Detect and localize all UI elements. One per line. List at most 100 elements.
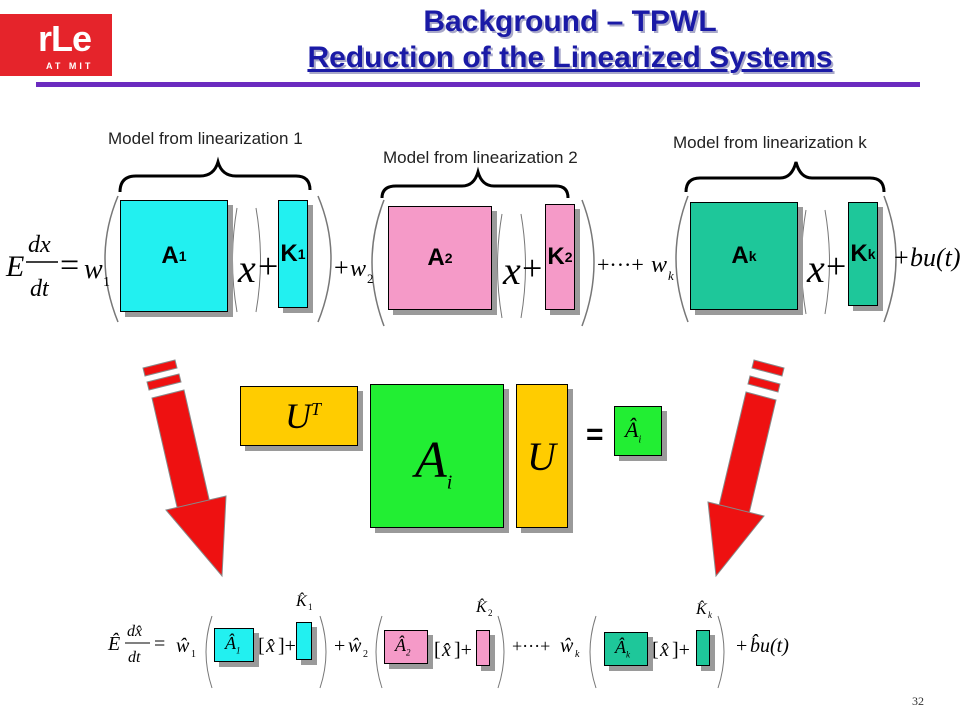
svg-text:]+: ]+	[278, 635, 296, 657]
svg-text:ŵ: ŵ	[176, 635, 190, 657]
svg-text:dx̂: dx̂	[127, 623, 142, 640]
paren-k-right	[883, 195, 897, 323]
matrix-k2-label: K	[547, 243, 565, 270]
svg-text:dx: dx	[28, 232, 51, 258]
svg-text:+···+: +···+	[512, 636, 550, 656]
svg-text:k: k	[668, 268, 674, 283]
model-label-k: Model from linearization k	[673, 133, 867, 152]
svg-text:[: [	[434, 639, 441, 661]
svg-text:1: 1	[191, 649, 196, 660]
svg-text:Ê: Ê	[107, 632, 120, 655]
matrix-ahat-k: Âk	[604, 632, 648, 666]
matrix-a1-sub: 1	[178, 248, 187, 264]
matrix-u-label: U	[527, 434, 556, 479]
svg-text:dt: dt	[128, 649, 141, 666]
title-line-1: Background – TPWL	[423, 5, 717, 38]
brace-k	[684, 161, 886, 193]
svg-text:+: +	[522, 248, 542, 288]
slide-title: Background – TPWL Reduction of the Linea…	[190, 4, 950, 76]
paren-1-left	[104, 195, 119, 323]
title-divider	[36, 82, 920, 87]
matrix-ahat-1-label: Â1	[225, 633, 241, 656]
svg-text:[: [	[652, 639, 659, 661]
svg-text:w: w	[651, 252, 667, 278]
matrix-u: U	[516, 384, 568, 528]
svg-text:k: k	[708, 610, 713, 620]
matrix-ut-label: UT	[285, 396, 322, 436]
paren-1-right	[317, 195, 332, 323]
svg-text:1: 1	[103, 275, 110, 290]
svg-text:w: w	[84, 254, 103, 285]
matrix-kk-sub: k	[867, 246, 876, 262]
svg-text:K̂: K̂	[695, 599, 708, 618]
matrix-ai-label: Ai	[415, 432, 453, 494]
svg-text:x: x	[502, 248, 521, 293]
svg-text:2: 2	[488, 608, 493, 618]
logo-sub-text: AT MIT	[46, 61, 94, 71]
svg-text:[: [	[258, 635, 265, 657]
svg-text:dt: dt	[30, 276, 50, 302]
paren-k-left	[675, 195, 689, 323]
matrix-k2-sub: 2	[564, 249, 573, 265]
svg-text:=: =	[154, 633, 165, 655]
svg-text:+: +	[258, 246, 278, 286]
matrix-ak-sub: k	[748, 248, 757, 264]
svg-text:+···+: +···+	[597, 252, 644, 277]
svg-text:w: w	[350, 256, 366, 282]
brace-1	[118, 156, 312, 193]
matrix-ahat-2-label: Â2	[395, 635, 411, 658]
arrow-left-icon	[142, 359, 227, 578]
svg-text:+: +	[334, 635, 345, 657]
svg-text:=: =	[60, 247, 79, 284]
matrix-ahat-i-label: Âi	[625, 417, 642, 446]
svg-text:ŵ: ŵ	[348, 635, 362, 657]
matrix-a2-sub: 2	[444, 250, 453, 266]
title-line-2: Reduction of the Linearized Systems	[307, 41, 833, 74]
svg-text:+: +	[334, 253, 349, 282]
svg-text:+: +	[826, 246, 846, 286]
svg-text:K̂: K̂	[475, 597, 488, 616]
matrix-ahat-2: Â2	[384, 630, 428, 664]
matrix-a1-label: A	[161, 242, 179, 269]
matrix-ai: Ai	[370, 384, 504, 528]
svg-text:2: 2	[367, 271, 374, 286]
svg-text:2: 2	[363, 649, 368, 660]
model-label-2: Model from linearization 2	[383, 148, 578, 167]
svg-text:1: 1	[308, 602, 313, 612]
matrix-kk-label: K	[850, 240, 868, 267]
svg-text:x̂: x̂	[659, 639, 669, 661]
svg-text:k: k	[575, 649, 580, 660]
arrow-right-icon	[707, 359, 785, 578]
paren-2-left	[371, 199, 385, 327]
matrix-khat-1	[296, 622, 312, 660]
svg-text:ŵ: ŵ	[560, 635, 574, 657]
equals-sign: =	[586, 418, 604, 451]
matrix-ut: UT	[240, 386, 358, 446]
matrix-k1-sub: 1	[297, 246, 306, 262]
svg-text:K̂: K̂	[295, 591, 308, 610]
svg-text:x: x	[806, 246, 825, 291]
model-label-1: Model from linearization 1	[108, 129, 303, 148]
rle-logo: rLe AT MIT	[0, 14, 112, 76]
logo-main-text: rLe	[38, 18, 92, 59]
svg-text:x̂: x̂	[265, 635, 275, 657]
matrix-ahat-1: Â1	[214, 628, 254, 662]
svg-text:bu(t): bu(t)	[910, 243, 960, 272]
page-number: 32	[912, 694, 924, 708]
matrix-khat-k	[696, 630, 710, 666]
svg-text:b̂u(t): b̂u(t)	[750, 633, 789, 657]
svg-text:E: E	[5, 250, 24, 283]
matrix-ahat-i: Âi	[614, 406, 662, 456]
svg-text:x: x	[237, 246, 256, 291]
matrix-k1-label: K	[280, 240, 298, 267]
svg-text:+: +	[736, 635, 747, 657]
brace-2	[380, 166, 570, 199]
matrix-a2-label: A	[427, 244, 445, 271]
matrix-ak-label: A	[731, 242, 749, 269]
